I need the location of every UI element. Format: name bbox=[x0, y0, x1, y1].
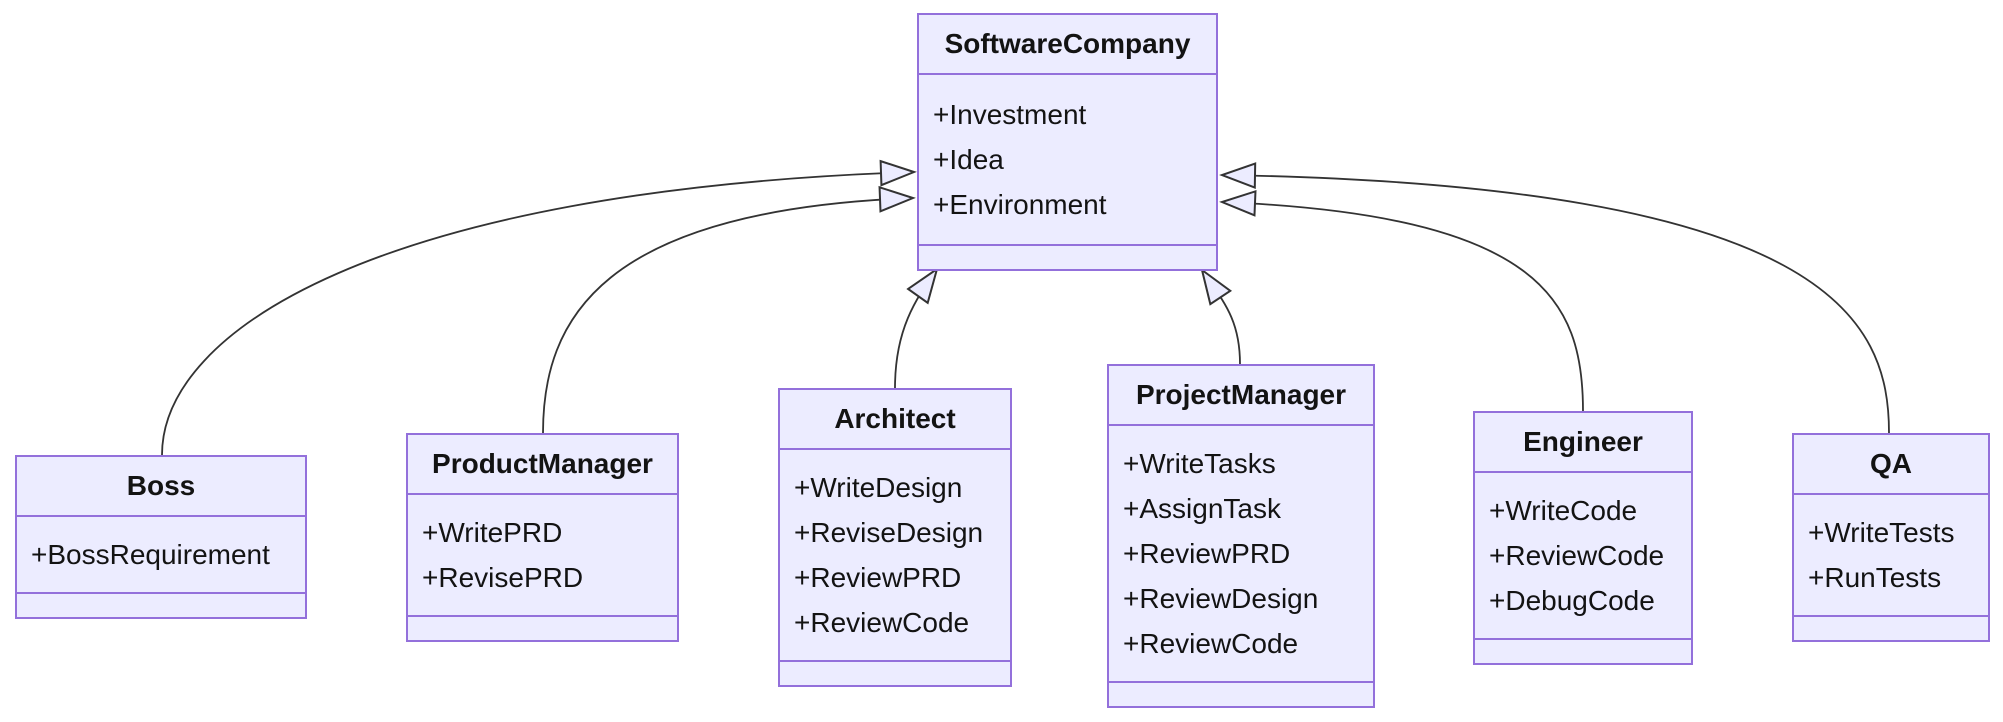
class-productmanager: ProductManager +WritePRD +RevisePRD bbox=[406, 433, 679, 642]
inheritance-edge-boss-to-softwarecompany bbox=[161, 159, 917, 456]
class-methods-empty bbox=[1475, 638, 1691, 663]
class-attributes: +WriteTests +RunTests bbox=[1794, 495, 1988, 615]
class-attribute: +WritePRD bbox=[422, 517, 563, 548]
class-attribute: +ReviseDesign bbox=[794, 517, 984, 548]
class-methods-empty bbox=[780, 660, 1010, 685]
class-attributes: +WriteCode +ReviewCode +DebugCode bbox=[1475, 473, 1691, 638]
inheritance-edge-productmanager-to-softwarecompany bbox=[542, 185, 916, 434]
class-softwarecompany: SoftwareCompany +Investment +Idea +Envir… bbox=[917, 13, 1218, 271]
class-title: ProjectManager bbox=[1109, 366, 1373, 426]
class-architect: Architect +WriteDesign +ReviseDesign +Re… bbox=[778, 388, 1012, 687]
inheritance-edge-qa-to-softwarecompany bbox=[1219, 162, 1890, 434]
class-attribute: +RevisePRD bbox=[422, 562, 584, 593]
class-attribute: +ReviewPRD bbox=[1123, 538, 1291, 569]
class-methods-empty bbox=[1794, 615, 1988, 640]
class-boss: Boss +BossRequirement bbox=[15, 455, 307, 619]
class-attributes: +WritePRD +RevisePRD bbox=[408, 495, 677, 615]
class-attributes: +WriteTasks +AssignTask +ReviewPRD +Revi… bbox=[1109, 426, 1373, 681]
class-attribute: +BossRequirement bbox=[31, 539, 270, 570]
inheritance-edge-projectmanager-to-softwarecompany bbox=[1200, 267, 1241, 365]
class-projectmanager: ProjectManager +WriteTasks +AssignTask +… bbox=[1107, 364, 1375, 708]
class-attribute: +Investment bbox=[933, 99, 1087, 130]
class-attribute: +WriteDesign bbox=[794, 472, 963, 503]
class-title: QA bbox=[1794, 435, 1988, 495]
class-title: Boss bbox=[17, 457, 305, 517]
class-attribute: +WriteTests bbox=[1808, 517, 1955, 548]
class-attribute: +ReviewCode bbox=[1123, 628, 1299, 659]
class-attribute: +Idea bbox=[933, 144, 1004, 175]
class-title: Architect bbox=[780, 390, 1010, 450]
class-methods-empty bbox=[919, 244, 1216, 269]
class-attribute: +ReviewDesign bbox=[1123, 583, 1319, 614]
class-attributes: +WriteDesign +ReviseDesign +ReviewPRD +R… bbox=[780, 450, 1010, 660]
class-title: ProductManager bbox=[408, 435, 677, 495]
class-attribute: +ReviewCode bbox=[794, 607, 970, 638]
class-attributes: +Investment +Idea +Environment bbox=[919, 75, 1216, 244]
inheritance-edge-engineer-to-softwarecompany bbox=[1219, 189, 1584, 412]
class-methods-empty bbox=[1109, 681, 1373, 706]
class-qa: QA +WriteTests +RunTests bbox=[1792, 433, 1990, 642]
inheritance-edge-architect-to-softwarecompany bbox=[894, 266, 939, 389]
class-attribute: +RunTests bbox=[1808, 562, 1942, 593]
class-title: SoftwareCompany bbox=[919, 15, 1216, 75]
class-attribute: +ReviewCode bbox=[1489, 540, 1665, 571]
class-methods-empty bbox=[408, 615, 677, 640]
class-attribute: +WriteTasks bbox=[1123, 448, 1276, 479]
class-title: Engineer bbox=[1475, 413, 1691, 473]
class-attribute: +DebugCode bbox=[1489, 585, 1655, 616]
class-attributes: +BossRequirement bbox=[17, 517, 305, 592]
class-attribute: +Environment bbox=[933, 189, 1107, 220]
class-methods-empty bbox=[17, 592, 305, 617]
class-attribute: +WriteCode bbox=[1489, 495, 1638, 526]
class-attribute: +AssignTask bbox=[1123, 493, 1281, 524]
class-engineer: Engineer +WriteCode +ReviewCode +DebugCo… bbox=[1473, 411, 1693, 665]
class-attribute: +ReviewPRD bbox=[794, 562, 962, 593]
